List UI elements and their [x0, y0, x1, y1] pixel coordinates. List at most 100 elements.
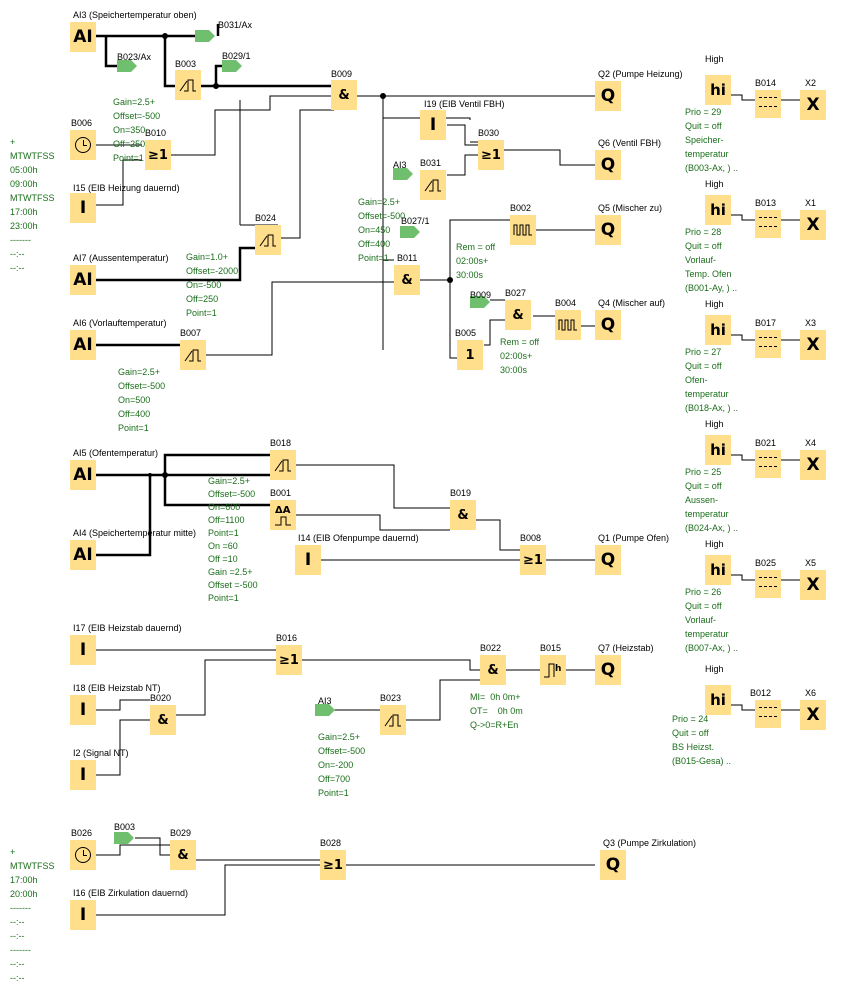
b018-threshold-block[interactable]	[270, 450, 296, 480]
q3-output[interactable]: Q	[600, 850, 626, 880]
q6-output[interactable]: Q	[595, 150, 621, 180]
hi-block[interactable]: hi	[705, 555, 731, 585]
ai3-input[interactable]: AI	[70, 22, 96, 52]
alarm-x-output[interactable]: X	[800, 210, 826, 240]
b005-not-block[interactable]: 1	[457, 340, 483, 370]
alarm-info: Prio = 24 Quit = off BS Heizst. (B015-Ge…	[672, 712, 731, 768]
ai4-input[interactable]: AI	[70, 540, 96, 570]
hi-block[interactable]: hi	[705, 195, 731, 225]
b009-and-block[interactable]: &	[331, 80, 357, 110]
i17-input[interactable]: I	[70, 635, 96, 665]
threshold-icon	[424, 179, 441, 192]
b020-and-block[interactable]: &	[150, 705, 176, 735]
alarm-info-line: Prio = 29	[685, 107, 722, 117]
message-text-block[interactable]	[755, 90, 781, 118]
b029-1-ref-label: B029/1	[222, 51, 251, 61]
i16-input[interactable]: I	[70, 900, 96, 930]
alarm-x-label: X6	[805, 688, 817, 698]
b027-and-block[interactable]: &	[505, 300, 531, 330]
b028-or-block[interactable]: ≥1	[320, 850, 346, 880]
b022-label: B022	[480, 643, 502, 653]
hi-block[interactable]: hi	[705, 685, 731, 715]
q3-label: Q3 (Pumpe Zirkulation)	[603, 838, 697, 848]
b009-ref-flag[interactable]	[470, 296, 490, 308]
b024-param: On=-500	[186, 280, 222, 290]
b007-param: Point=1	[118, 423, 149, 433]
b023ax-ref-flag[interactable]	[117, 60, 137, 72]
b027-1-ref-flag[interactable]	[400, 226, 420, 238]
b003-threshold-block[interactable]	[175, 70, 201, 100]
ai3-b031-ref-flag[interactable]	[393, 168, 413, 180]
message-text-block[interactable]	[755, 330, 781, 358]
b008-or-block[interactable]: ≥1	[520, 545, 546, 575]
b022-and-block[interactable]: &	[480, 655, 506, 685]
ai5-input[interactable]: AI	[70, 460, 96, 490]
b015-hours-counter-block[interactable]: h	[540, 655, 566, 685]
alarm-x-output[interactable]: X	[800, 90, 826, 120]
alarm-x-output[interactable]: X	[800, 330, 826, 360]
b029-and-block[interactable]: &	[170, 840, 196, 870]
alarm-x-output[interactable]: X	[800, 700, 826, 730]
q7-output[interactable]: Q	[595, 655, 621, 685]
b023-params: Gain=2.5+ Offset=-500 On=-200 Off=700 Po…	[318, 730, 365, 800]
schedule-line: -------	[10, 945, 31, 955]
ai7-input[interactable]: AI	[70, 265, 96, 295]
b030-or-block[interactable]: ≥1	[478, 140, 504, 170]
i19-input[interactable]: I	[420, 110, 446, 140]
alarm-x-label: X1	[805, 198, 817, 208]
b003-ref-flag[interactable]	[114, 832, 134, 844]
ai6-label: AI6 (Vorlauftemperatur)	[73, 318, 167, 328]
ai6-input[interactable]: AI	[70, 330, 96, 360]
schedule-line: +	[10, 847, 16, 857]
b001-delta-threshold-block[interactable]: ΔA	[270, 500, 296, 530]
alarm-x-output[interactable]: X	[800, 570, 826, 600]
b006-clock-icon[interactable]	[70, 130, 96, 160]
b016-or-block[interactable]: ≥1	[276, 645, 302, 675]
schedule-line: 23:00h	[10, 221, 38, 231]
counter-icon: h	[544, 663, 561, 678]
q4-output[interactable]: Q	[595, 310, 621, 340]
alarm-x-output[interactable]: X	[800, 450, 826, 480]
q5-output[interactable]: Q	[595, 215, 621, 245]
hi-block[interactable]: hi	[705, 315, 731, 345]
b019-and-block[interactable]: &	[450, 500, 476, 530]
i14-input[interactable]: I	[295, 545, 321, 575]
q2-output[interactable]: Q	[595, 81, 621, 111]
b001-param: Point=1	[208, 528, 239, 538]
ai3-b031-ref-label: AI3	[393, 160, 407, 170]
b031ax-ref-flag[interactable]	[195, 30, 215, 42]
q1-label: Q1 (Pumpe Ofen)	[598, 533, 670, 543]
b023-param: Gain=2.5+	[318, 732, 361, 742]
i15-input[interactable]: I	[70, 193, 96, 223]
hi-block[interactable]: hi	[705, 435, 731, 465]
b004-param: 30:00s	[500, 365, 528, 375]
b024-threshold-block[interactable]	[255, 225, 281, 255]
b031-threshold-block[interactable]	[420, 170, 446, 200]
q1-output[interactable]: Q	[595, 545, 621, 575]
message-text-block[interactable]	[755, 570, 781, 598]
i2-input[interactable]: I	[70, 760, 96, 790]
i18-input[interactable]: I	[70, 695, 96, 725]
b002-pulse-block[interactable]	[510, 215, 536, 245]
ai3-b023-ref-flag[interactable]	[315, 704, 335, 716]
b010-or-block[interactable]: ≥1	[145, 140, 171, 170]
b011-and-block[interactable]: &	[394, 265, 420, 295]
delta-threshold-icon: ΔA	[275, 505, 291, 526]
message-text-block[interactable]	[755, 700, 781, 728]
b007-threshold-block[interactable]	[180, 340, 206, 370]
b004-pulse-block[interactable]	[555, 310, 581, 340]
b029-1-ref-flag[interactable]	[222, 60, 242, 72]
b018-label: B018	[270, 438, 292, 448]
message-text-block[interactable]	[755, 450, 781, 478]
b023-param: On=-200	[318, 760, 354, 770]
b023-label: B023	[380, 693, 402, 703]
b023-threshold-block[interactable]	[380, 705, 406, 735]
b026-clock-icon[interactable]	[70, 840, 96, 870]
b023-param: Off=700	[318, 774, 351, 784]
schedule-line: +	[10, 137, 16, 147]
schedule-line: 09:00h	[10, 179, 38, 189]
hi-block[interactable]: hi	[705, 75, 731, 105]
message-text-block[interactable]	[755, 210, 781, 238]
b002-param: 02:00s+	[456, 256, 489, 266]
